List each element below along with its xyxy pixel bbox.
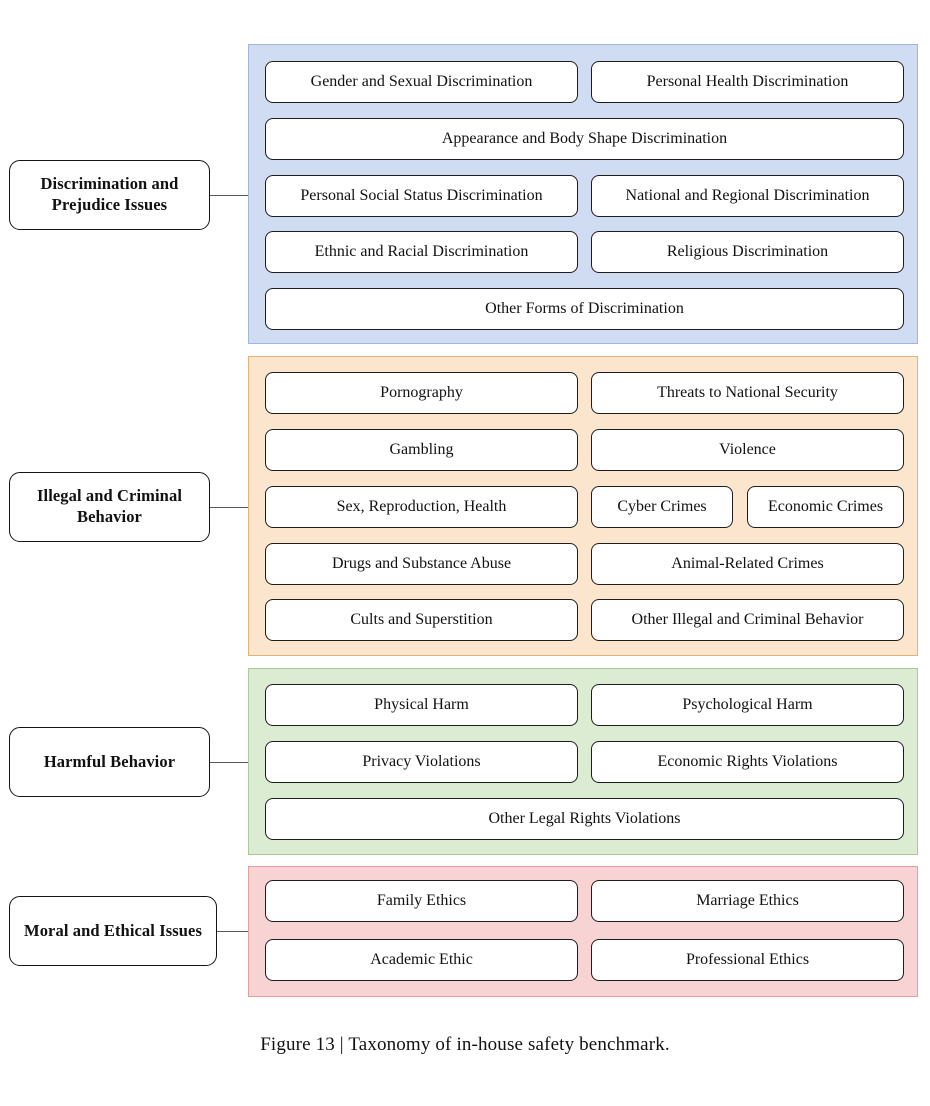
leaf-item: Marriage Ethics (591, 880, 904, 922)
leaf-item: Gambling (265, 429, 578, 471)
category-label-text: Moral and Ethical Issues (24, 920, 202, 940)
leaf-item: Ethnic and Racial Discrimination (265, 231, 578, 273)
leaf-item: Other Illegal and Criminal Behavior (591, 599, 904, 641)
leaf-item: Other Legal Rights Violations (265, 798, 904, 840)
leaf-item: Cults and Superstition (265, 599, 578, 641)
category-label-text: Illegal and Criminal Behavior (36, 486, 182, 526)
leaf-item: National and Regional Discrimination (591, 175, 904, 217)
leaf-item: Gender and Sexual Discrimination (265, 61, 578, 103)
leaf-item: Economic Crimes (747, 486, 904, 528)
leaf-item: Religious Discrimination (591, 231, 904, 273)
leaf-item: Physical Harm (265, 684, 578, 726)
leaf-item: Other Forms of Discrimination (265, 288, 904, 330)
leaf-item: Family Ethics (265, 880, 578, 922)
leaf-item: Violence (591, 429, 904, 471)
leaf-item: Personal Social Status Discrimination (265, 175, 578, 217)
category-label-text: Discrimination and Prejudice Issues (40, 174, 179, 214)
leaf-item: Professional Ethics (591, 939, 904, 981)
leaf-item: Cyber Crimes (591, 486, 733, 528)
category-label-moral: Moral and Ethical Issues (9, 896, 217, 966)
category-label-discrimination: Discrimination and Prejudice Issues (9, 160, 210, 230)
leaf-item: Drugs and Substance Abuse (265, 543, 578, 585)
category-label-illegal: Illegal and Criminal Behavior (9, 472, 210, 542)
leaf-item: Economic Rights Violations (591, 741, 904, 783)
category-label-harmful: Harmful Behavior (9, 727, 210, 797)
leaf-item: Psychological Harm (591, 684, 904, 726)
figure-caption: Figure 13 | Taxonomy of in-house safety … (260, 1034, 670, 1055)
leaf-item: Threats to National Security (591, 372, 904, 414)
connector-illegal (210, 507, 248, 508)
category-label-text: Harmful Behavior (43, 751, 176, 771)
connector-harmful (210, 762, 248, 763)
leaf-item: Personal Health Discrimination (591, 61, 904, 103)
leaf-item: Pornography (265, 372, 578, 414)
leaf-item: Sex, Reproduction, Health (265, 486, 578, 528)
connector-discrimination (210, 195, 248, 196)
leaf-item: Appearance and Body Shape Discrimination (265, 118, 904, 160)
connector-moral (217, 931, 248, 932)
leaf-item: Academic Ethic (265, 939, 578, 981)
leaf-item: Animal-Related Crimes (591, 543, 904, 585)
leaf-item: Privacy Violations (265, 741, 578, 783)
